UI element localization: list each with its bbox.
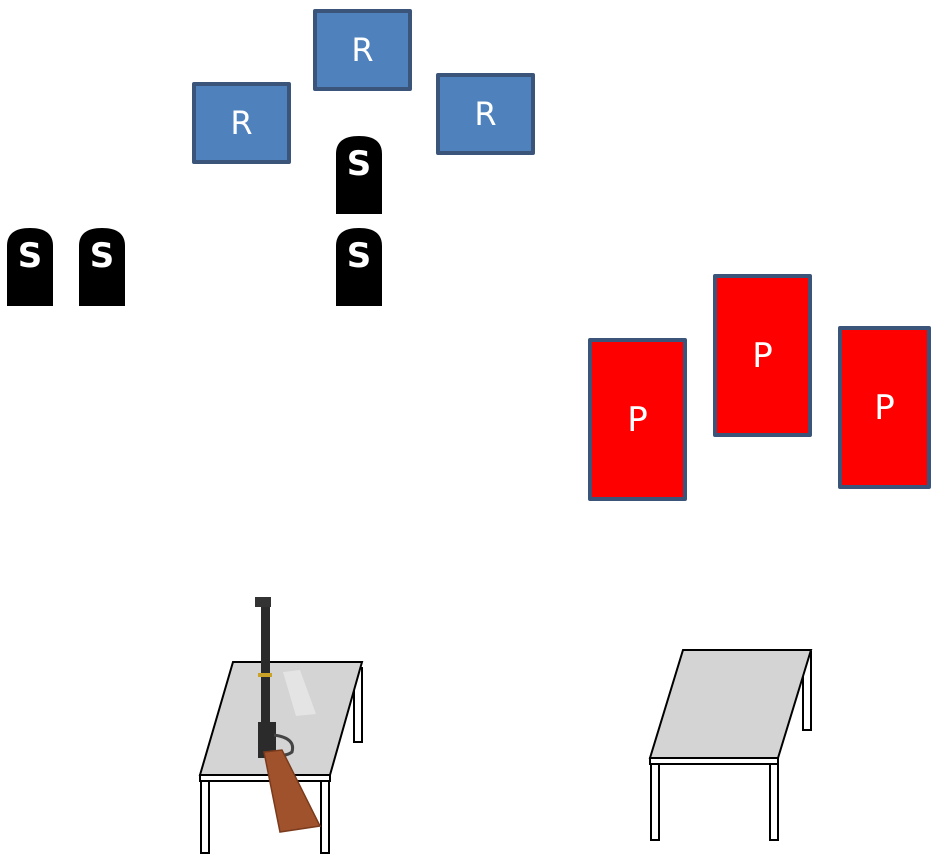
- steel-target-label: S: [79, 236, 125, 276]
- steel-target-label: S: [7, 236, 53, 276]
- pistol-target-label: P: [752, 336, 773, 376]
- rifle-target-left: R: [192, 82, 291, 164]
- empty-table-icon: [650, 650, 811, 840]
- rifle-target-top: R: [313, 9, 412, 91]
- rifle-target-right: R: [436, 73, 535, 155]
- steel-target-label: S: [336, 236, 382, 276]
- steel-target-center-upper: S: [336, 136, 382, 214]
- rifle-target-label: R: [474, 95, 496, 133]
- rifle-target-label: R: [351, 31, 373, 69]
- pistol-target-label: P: [874, 388, 895, 428]
- pistol-target-right: P: [838, 326, 931, 489]
- steel-target-center-lower: S: [336, 228, 382, 306]
- steel-target-far-left: S: [7, 228, 53, 306]
- table-with-rifle-icon: [200, 662, 362, 853]
- pistol-target-center: P: [713, 274, 812, 437]
- lever-action-rifle-icon: [255, 597, 320, 832]
- steel-target-label: S: [336, 144, 382, 184]
- pistol-target-label: P: [627, 400, 648, 440]
- pistol-target-left: P: [588, 338, 687, 501]
- steel-target-left: S: [79, 228, 125, 306]
- rifle-target-label: R: [230, 104, 252, 142]
